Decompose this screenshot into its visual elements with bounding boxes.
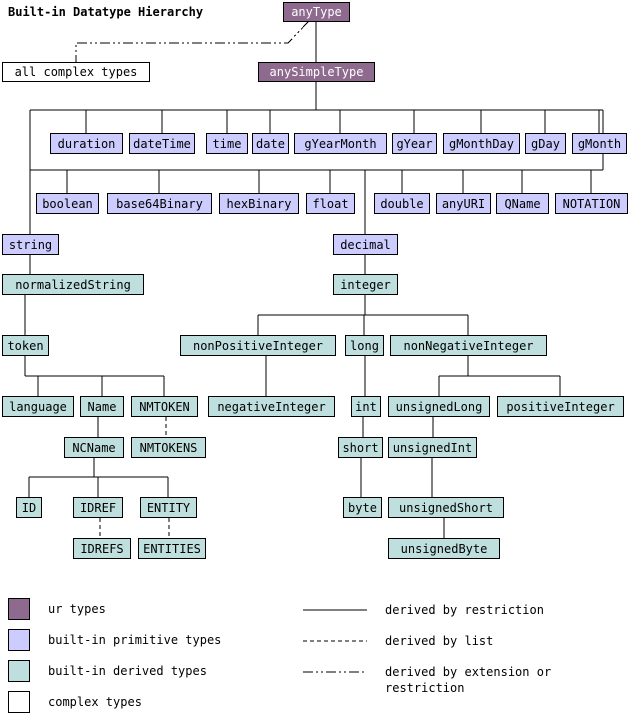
node-long: long: [345, 335, 384, 356]
legend-label-derived-types: built-in derived types: [48, 664, 207, 678]
node-positiveInteger: positiveInteger: [497, 396, 624, 417]
legend-label-complex-types: complex types: [48, 695, 142, 709]
node-integer: integer: [333, 274, 398, 295]
node-token: token: [2, 335, 49, 356]
node-time: time: [206, 133, 248, 154]
legend-item-complex-types: complex types: [8, 691, 142, 713]
legend-item-ur-types: ur types: [8, 598, 106, 620]
legend-label-ur-types: ur types: [48, 602, 106, 616]
legend-label-primitive-types: built-in primitive types: [48, 633, 222, 647]
node-date: date: [252, 133, 289, 154]
node-NOTATION: NOTATION: [555, 193, 628, 214]
node-NCName: NCName: [64, 437, 124, 458]
node-unsignedByte: unsignedByte: [388, 538, 500, 559]
node-QName: QName: [496, 193, 549, 214]
node-NMTOKENS: NMTOKENS: [131, 437, 206, 458]
diagram-title: Built-in Datatype Hierarchy: [8, 5, 204, 19]
node-negativeInteger: negativeInteger: [208, 396, 335, 417]
node-NMTOKEN: NMTOKEN: [131, 396, 198, 417]
node-int: int: [351, 396, 381, 417]
node-unsignedLong: unsignedLong: [388, 396, 490, 417]
node-decimal: decimal: [333, 234, 398, 255]
node-dateTime: dateTime: [129, 133, 195, 154]
node-ENTITIES: ENTITIES: [138, 538, 206, 559]
primitive-types-swatch: [8, 629, 30, 651]
legend-label-derived-by-extension-or-restriction: derived by extension or restriction: [385, 665, 552, 695]
node-double: double: [374, 193, 430, 214]
node-string: string: [2, 234, 59, 255]
node-gMonth: gMonth: [572, 133, 627, 154]
node-anySimpleType: anySimpleType: [258, 62, 375, 82]
node-normalizedString: normalizedString: [2, 274, 144, 295]
node-unsignedShort: unsignedShort: [388, 497, 504, 518]
legend-item-primitive-types: built-in primitive types: [8, 629, 221, 651]
node-gYearMonth: gYearMonth: [294, 133, 387, 154]
node-duration: duration: [50, 133, 123, 154]
complex-types-swatch: [8, 691, 30, 713]
node-gDay: gDay: [525, 133, 566, 154]
ur-types-swatch: [8, 598, 30, 620]
node-float: float: [306, 193, 355, 214]
node-IDREFS: IDREFS: [73, 538, 131, 559]
legend-item-derived-types: built-in derived types: [8, 660, 207, 682]
node-byte: byte: [343, 497, 382, 518]
node-IDREF: IDREF: [73, 497, 123, 518]
node-gYear: gYear: [392, 133, 437, 154]
node-base64Binary: base64Binary: [107, 193, 212, 214]
node-ID: ID: [16, 497, 42, 518]
node-allComplexTypes: all complex types: [2, 62, 150, 82]
node-short: short: [338, 437, 383, 458]
edge-anyType-allComplexTypes: [75, 21, 309, 62]
node-ENTITY: ENTITY: [140, 497, 197, 518]
node-language: language: [2, 396, 74, 417]
node-gMonthDay: gMonthDay: [443, 133, 520, 154]
derived-types-swatch: [8, 660, 30, 682]
node-nonPositiveInteger: nonPositiveInteger: [180, 335, 336, 356]
node-anyType: anyType: [283, 2, 350, 22]
node-boolean: boolean: [36, 193, 99, 214]
node-hexBinary: hexBinary: [219, 193, 299, 214]
legend-label-derived-by-restriction: derived by restriction: [385, 603, 544, 617]
node-unsignedInt: unsignedInt: [388, 437, 477, 458]
node-nonNegativeInteger: nonNegativeInteger: [390, 335, 547, 356]
legend-label-derived-by-list: derived by list: [385, 634, 494, 648]
node-anyURI: anyURI: [436, 193, 491, 214]
node-Name: Name: [80, 396, 124, 417]
